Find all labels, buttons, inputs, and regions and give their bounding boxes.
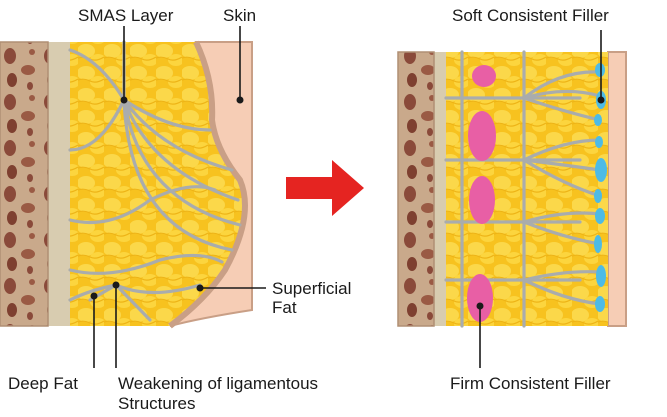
deep-fat-label: Deep Fat: [8, 374, 78, 393]
firm-filler-deposits: [467, 65, 496, 322]
soft-filler-blob: [596, 265, 606, 287]
soft-filler-blob: [595, 208, 605, 224]
skin-edge: [168, 40, 248, 329]
smas-layer-label: SMAS Layer: [78, 6, 174, 25]
soft-filler-blob: [594, 189, 602, 203]
soft-filler-blob: [595, 63, 605, 77]
soft-filler-blob: [594, 235, 602, 253]
bone-region: [0, 41, 49, 327]
firm-filler-blob: [468, 111, 496, 161]
ligament-grid-after: [444, 50, 602, 328]
leader-lines-left: [93, 26, 266, 368]
skin-region-after: [607, 51, 627, 327]
leader-lines-right: [479, 30, 602, 368]
deep-fat-band: [48, 42, 70, 326]
soft-filler-blob: [595, 296, 605, 312]
soft-filler-blob: [595, 158, 607, 182]
soft-filler-blob: [594, 114, 602, 126]
soft-filler-deposits: [594, 63, 607, 312]
soft-filler-blob: [595, 136, 603, 148]
firm-filler-label: Firm Consistent Filler: [450, 374, 611, 393]
firm-filler-blob: [469, 176, 495, 224]
left-panel-before: [0, 26, 266, 368]
superficial-fat-label-line2: Fat: [272, 298, 297, 317]
superficial-fat-label-line1: Superficial: [272, 279, 352, 298]
firm-filler-blob: [472, 65, 496, 87]
weakening-label-line2: Structures: [118, 394, 196, 413]
right-panel-after: [397, 30, 627, 368]
bone-region-after: [397, 51, 435, 327]
firm-filler-blob: [467, 274, 493, 322]
skin-label: Skin: [223, 6, 257, 25]
deep-fat-band-after: [434, 52, 446, 326]
weakening-label-line1: Weakening of ligamentous: [118, 374, 319, 393]
transition-arrow: [286, 160, 364, 216]
soft-filler-label: Soft Consistent Filler: [452, 6, 609, 25]
